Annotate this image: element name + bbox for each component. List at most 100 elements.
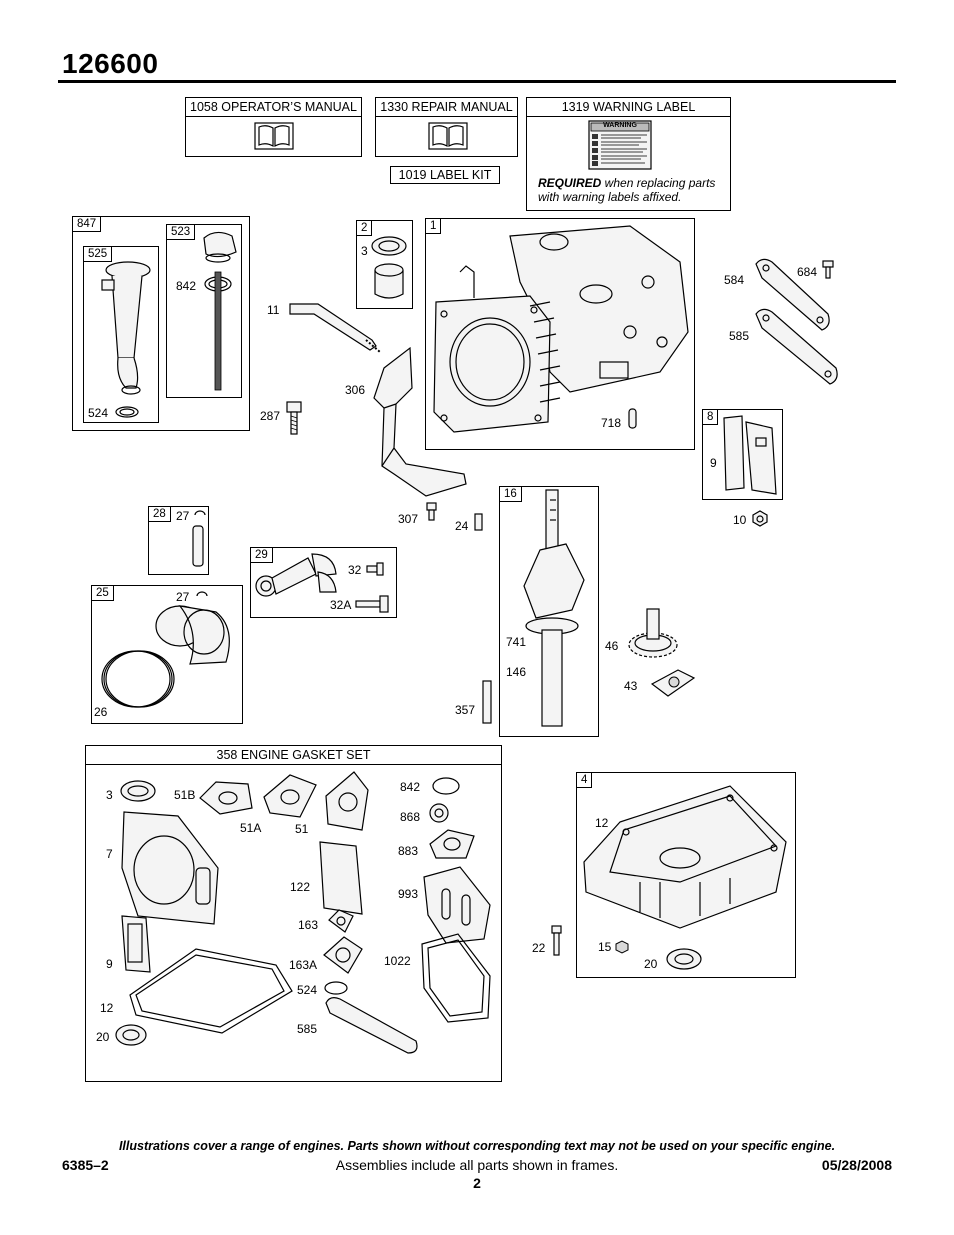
gasket-51-drawing <box>325 771 369 831</box>
callout-9: 9 <box>710 456 717 470</box>
callout-32: 32 <box>348 563 362 577</box>
callout-26: 26 <box>94 705 108 719</box>
warning-label-title: 1319 WARNING LABEL <box>527 98 730 117</box>
callout-3: 3 <box>361 244 368 258</box>
frame-29 <box>250 547 397 618</box>
page-number: 2 <box>473 1175 481 1191</box>
page-title: 126600 <box>62 48 159 79</box>
warning-decal-word: WARNING <box>603 122 637 129</box>
callout-146: 146 <box>506 665 527 679</box>
screw-287-drawing <box>286 401 302 435</box>
frame-2-tag: 2 <box>356 220 373 236</box>
crankshaft-drawing <box>523 489 585 727</box>
repair-manual-label: 1330 REPAIR MANUAL <box>376 98 517 117</box>
frame-525-tag: 525 <box>83 246 113 262</box>
head-gasket-7-drawing <box>121 811 219 925</box>
frame-2 <box>356 220 413 309</box>
callout-11: 11 <box>267 303 280 317</box>
piston-rings-drawing <box>101 650 175 708</box>
gasket-9-drawing <box>121 915 151 973</box>
clip-27b-drawing <box>196 591 208 597</box>
frame-4-tag: 4 <box>576 772 593 788</box>
piston-pin-drawing <box>192 525 204 567</box>
gasket-585-drawing <box>755 308 838 385</box>
gasket-callout-3: 3 <box>106 788 113 802</box>
frame-523-tag: 523 <box>166 224 196 240</box>
callout-27b: 27 <box>176 590 190 604</box>
callout-306: 306 <box>345 383 366 397</box>
gasket-callout-20: 20 <box>96 1030 110 1044</box>
gasket-callout-122: 122 <box>290 880 311 894</box>
cam-gear-drawing <box>628 608 678 658</box>
frame-29-tag: 29 <box>250 547 273 563</box>
book-icon <box>254 122 294 150</box>
gasket-callout-12: 12 <box>100 1001 114 1015</box>
bracket-306-drawing <box>373 346 467 497</box>
sump-callout-12: 12 <box>595 816 609 830</box>
book-icon <box>428 122 468 150</box>
clip-27-drawing <box>194 510 206 516</box>
callout-718: 718 <box>601 416 622 430</box>
gasket-585-set-drawing <box>325 997 418 1054</box>
callout-10: 10 <box>733 513 747 527</box>
gasket-51A-drawing <box>263 774 317 818</box>
operators-manual-box: 1058 OPERATOR’S MANUAL <box>185 97 362 157</box>
warning-decal-icon <box>588 120 652 170</box>
valve-cover-drawing <box>723 415 777 495</box>
required-note-text: when replacing parts with warning labels… <box>538 176 716 204</box>
dowel-718-drawing <box>628 408 637 429</box>
gasket-163-drawing <box>328 909 354 933</box>
frame-523 <box>166 224 242 398</box>
gasket-callout-585: 585 <box>297 1022 318 1036</box>
gasket-callout-51: 51 <box>295 822 309 836</box>
dowel-24-drawing <box>474 513 483 531</box>
seal-20-drawing <box>115 1024 147 1046</box>
gasket-callout-9: 9 <box>106 957 113 971</box>
gasket-callout-1022: 1022 <box>384 954 411 968</box>
disclaimer: Illustrations cover a range of engines. … <box>118 1139 836 1153</box>
sump-gasket-12-drawing <box>129 948 293 1034</box>
screw-32A-drawing <box>355 595 389 613</box>
seal-868-drawing <box>429 803 449 823</box>
callout-524: 524 <box>88 406 109 420</box>
frame-525 <box>83 246 159 423</box>
frame-16 <box>499 486 599 737</box>
piston-drawing <box>155 605 230 665</box>
frame-28-tag: 28 <box>148 506 171 522</box>
header-rule <box>58 80 896 83</box>
engine-gasket-set-frame: 358 ENGINE GASKET SET <box>85 745 502 1082</box>
cylinder-block-drawing <box>433 225 689 433</box>
label-kit-box: 1019 LABEL KIT <box>390 166 500 184</box>
doc-date: 05/28/2008 <box>821 1157 892 1173</box>
engine-gasket-set-title: 358 ENGINE GASKET SET <box>86 746 501 765</box>
connecting-rod-drawing <box>255 553 337 597</box>
callout-842: 842 <box>176 279 197 293</box>
screw-684-drawing <box>822 260 834 279</box>
callout-27: 27 <box>176 509 190 523</box>
screw-307-drawing <box>426 502 437 521</box>
gasket-callout-868: 868 <box>400 810 421 824</box>
sump-callout-22: 22 <box>532 941 546 955</box>
sump-drawing <box>583 785 787 929</box>
operators-manual-label: 1058 OPERATOR’S MANUAL <box>186 98 361 117</box>
o-ring-842-drawing <box>432 777 460 795</box>
gasket-1022-drawing <box>421 933 491 1023</box>
sump-callout-15: 15 <box>598 940 612 954</box>
frame-8-tag: 8 <box>702 409 719 425</box>
callout-307: 307 <box>398 512 419 526</box>
gasket-callout-524: 524 <box>297 983 318 997</box>
seal-sump-20-drawing <box>666 948 702 970</box>
callout-684: 684 <box>797 265 818 279</box>
warning-label-box: 1319 WARNING LABEL WARNING REQUIRED when… <box>526 97 731 211</box>
gasket-callout-883: 883 <box>398 844 419 858</box>
frame-1 <box>425 218 695 450</box>
callout-24: 24 <box>455 519 469 533</box>
screw-10-drawing <box>752 510 768 527</box>
gasket-993-drawing <box>423 866 491 944</box>
gasket-callout-993: 993 <box>398 887 419 901</box>
frame-8 <box>702 409 783 500</box>
seal-3-drawing <box>120 780 156 802</box>
callout-741: 741 <box>506 635 527 649</box>
frame-16-tag: 16 <box>499 486 522 502</box>
gasket-163A-drawing <box>323 936 363 974</box>
